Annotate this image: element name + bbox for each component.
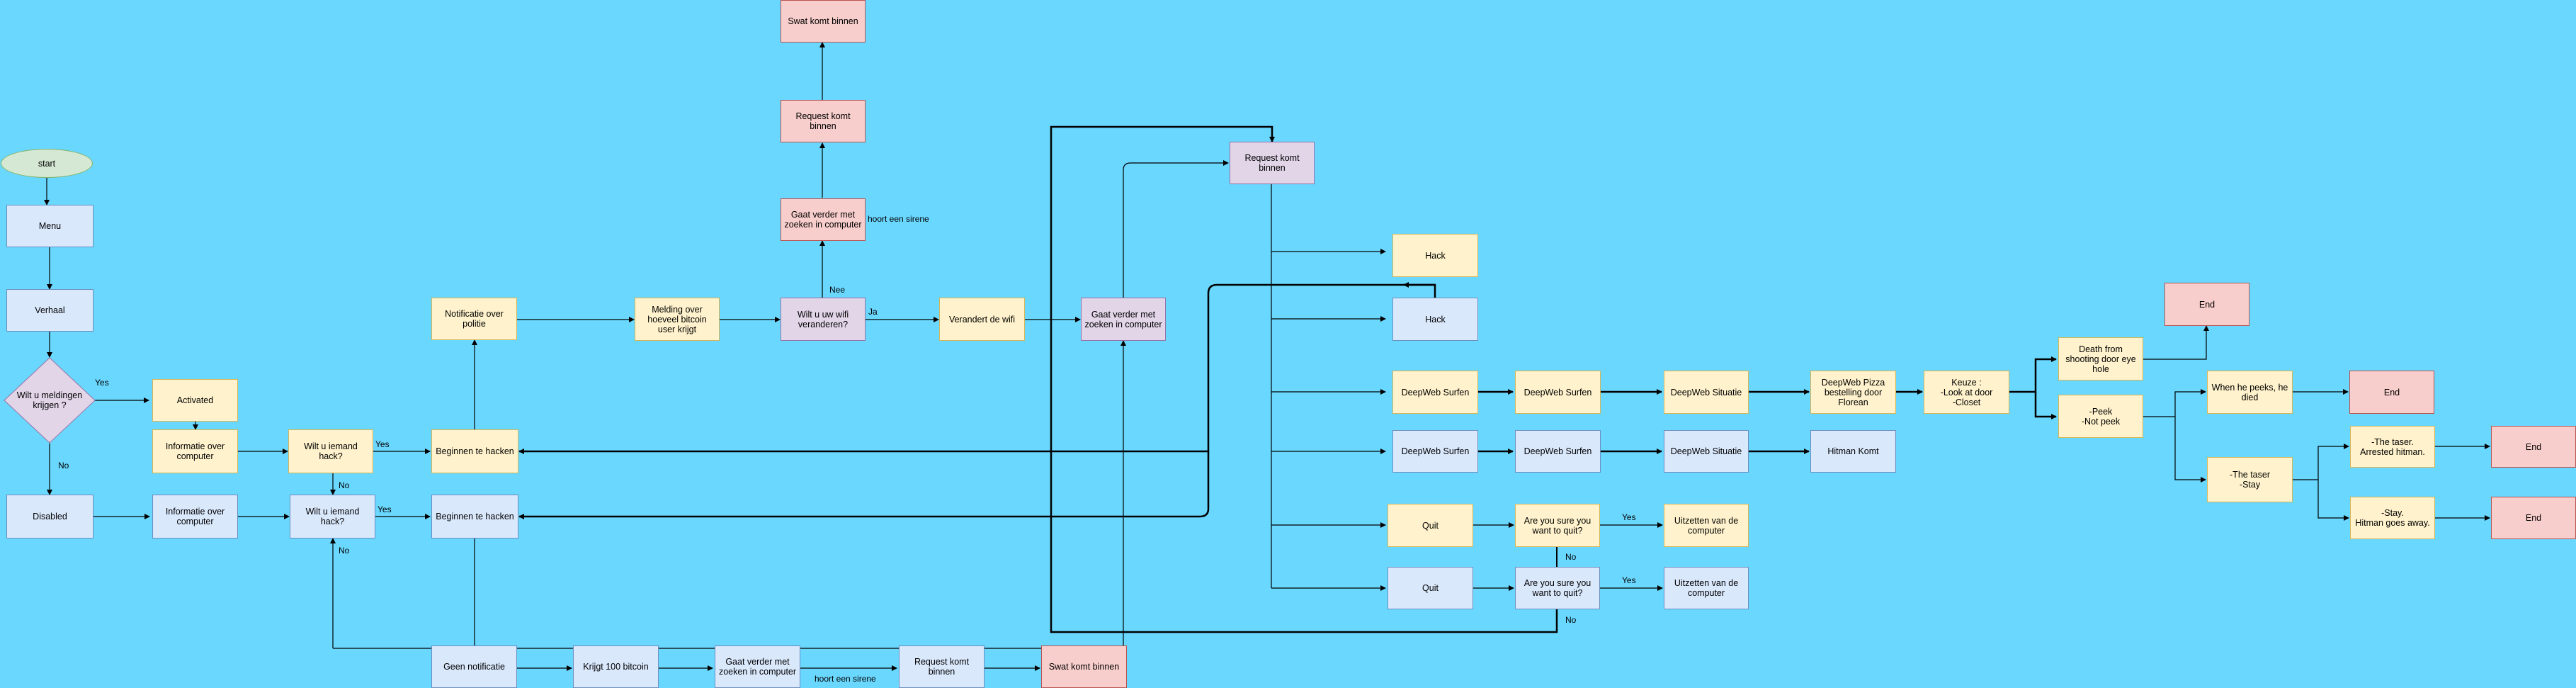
- deepweb-surfen-4-node: DeepWeb Surfen: [1515, 430, 1601, 473]
- meldingen-decision: Wilt u meldingen krijgen ?: [4, 357, 96, 444]
- info-computer-1-node: Informatie over computer: [152, 429, 238, 473]
- uitzetten-2-node: Uitzetten van de computer: [1664, 567, 1749, 609]
- hack-question-2-node: Wilt u iemand hack?: [290, 495, 375, 538]
- peek-node: -Peek -Not peek: [2058, 395, 2143, 438]
- sure-quit-1-node: Are you sure you want to quit?: [1515, 504, 1600, 547]
- keuze-node: Keuze : -Look at door -Closet: [1924, 371, 2009, 414]
- hack-1-node: Hack: [1392, 234, 1478, 277]
- label-ja-wifi: Ja: [868, 307, 878, 317]
- stay-away-node: -Stay. Hitman goes away.: [2350, 497, 2435, 539]
- taser-stay-node: -The taser -Stay: [2207, 457, 2293, 502]
- deepweb-pizza-node: DeepWeb Pizza bestelling door Florean: [1810, 371, 1896, 414]
- geen-notificatie-node: Geen notificatie: [431, 645, 517, 688]
- end-taser-node: End: [2491, 426, 2576, 468]
- notificatie-politie-node: Notificatie over politie: [431, 298, 517, 340]
- gaat-verder-top-node: Gaat verder met zoeken in computer: [781, 198, 866, 241]
- verander-wifi-node: Verandert de wifi: [939, 298, 1025, 341]
- label-nee-wifi: Nee: [829, 285, 846, 295]
- edge-taser-stay: [2317, 480, 2349, 521]
- label-yes-quit1: Yes: [1622, 512, 1636, 522]
- end-top-node: End: [2164, 283, 2249, 326]
- label-sirene-bot: hoort een sirene: [815, 674, 876, 684]
- peeks-died-node: When he peeks, he died: [2207, 371, 2293, 414]
- begin-hacken-1-node: Beginnen te hacken: [431, 429, 518, 473]
- edge-gaatverder-mid-request: [1123, 160, 1229, 298]
- edge-peek-taser: [2174, 417, 2206, 483]
- edge-sure2-loop-request: [1050, 125, 1558, 633]
- disabled-node: Disabled: [6, 495, 93, 538]
- sure-quit-2-node: Are you sure you want to quit?: [1515, 567, 1600, 609]
- taser-arrest-node: -The taser. Arrested hitman.: [2350, 426, 2435, 468]
- gaat-verder-mid-node: Gaat verder met zoeken in computer: [1081, 298, 1166, 341]
- edge-death-endtop: [2143, 325, 2209, 360]
- label-no-hack1: No: [339, 480, 350, 490]
- label-no-quit2: No: [1565, 615, 1577, 625]
- quit-1-node: Quit: [1388, 504, 1473, 547]
- meldingen-label: Wilt u meldingen krijgen ?: [16, 390, 83, 410]
- deepweb-surfen-2-node: DeepWeb Surfen: [1515, 371, 1601, 414]
- label-no-quit1: No: [1565, 552, 1577, 562]
- diamond-shape: [4, 357, 96, 444]
- hitman-komt-node: Hitman Komt: [1810, 430, 1896, 473]
- melding-bitcoin-node: Melding over hoeveel bitcoin user krijgt: [635, 298, 720, 341]
- label-no-meldingen: No: [58, 461, 69, 470]
- hack-question-1-node: Wilt u iemand hack?: [288, 429, 373, 473]
- request-mid-node: Request komt binnen: [1230, 142, 1315, 184]
- menu-node: Menu: [6, 205, 93, 247]
- verhaal-node: Verhaal: [6, 289, 93, 332]
- swat-top-node: Swat komt binnen: [781, 0, 866, 43]
- deepweb-surfen-3-node: DeepWeb Surfen: [1392, 430, 1478, 473]
- request-bot-node: Request komt binnen: [899, 645, 985, 688]
- request-top-node: Request komt binnen: [781, 100, 866, 142]
- label-no-hack2: No: [339, 546, 350, 556]
- deepweb-situatie-1-node: DeepWeb Situatie: [1664, 371, 1749, 414]
- swat-bot-node: Swat komt binnen: [1041, 645, 1127, 688]
- label-yes-meldingen: Yes: [95, 378, 109, 388]
- edge-loop-to-begin1: [518, 283, 1436, 454]
- wifi-question-node: Wilt u uw wifi veranderen?: [781, 298, 866, 341]
- uitzetten-1-node: Uitzetten van de computer: [1664, 504, 1749, 547]
- krijgt-bitcoin-node: Krijgt 100 bitcoin: [573, 645, 659, 688]
- deepweb-surfen-1-node: DeepWeb Surfen: [1392, 371, 1478, 414]
- edge-keuze-death: [2009, 356, 2057, 393]
- death-hole-node: Death from shooting door eye hole: [2058, 337, 2143, 380]
- label-sirene-top: hoort een sirene: [868, 214, 929, 224]
- activated-node: Activated: [152, 379, 238, 422]
- begin-hacken-2-node: Beginnen te hacken: [431, 495, 518, 538]
- end-died-node: End: [2349, 371, 2434, 414]
- deepweb-situatie-2-node: DeepWeb Situatie: [1664, 430, 1749, 473]
- edge-taser-arrest: [2292, 444, 2349, 480]
- start-node: start: [1, 149, 93, 178]
- quit-2-node: Quit: [1388, 567, 1473, 609]
- edge-keuze-peek: [2034, 392, 2057, 419]
- edge-peek-died: [2143, 389, 2206, 417]
- label-yes-hack1: Yes: [375, 439, 390, 449]
- info-computer-2-node: Informatie over computer: [152, 495, 238, 538]
- label-yes-hack2: Yes: [378, 504, 392, 514]
- hack-2-node: Hack: [1392, 298, 1478, 341]
- edge-loop-to-begin2: [518, 451, 1210, 519]
- end-stay-node: End: [2491, 497, 2576, 539]
- label-yes-quit2: Yes: [1622, 575, 1636, 585]
- gaat-verder-bot-node: Gaat verder met zoeken in computer: [715, 645, 800, 688]
